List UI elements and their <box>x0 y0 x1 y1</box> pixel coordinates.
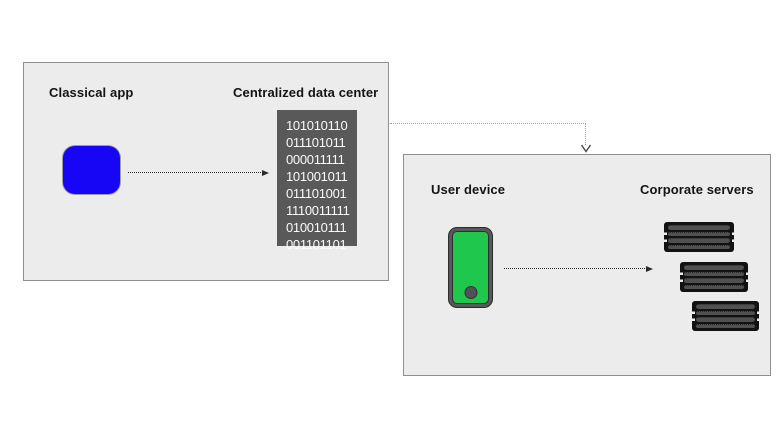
binary-line: 000011111 <box>286 152 345 167</box>
smartphone-home-button <box>464 286 477 299</box>
app-to-datacenter-arrow <box>128 168 269 177</box>
on-premises-panel: User device Corporate servers <box>403 154 771 376</box>
dotted-line <box>504 268 647 269</box>
binary-line: 010010111 <box>286 220 347 235</box>
binary-line: 011101011 <box>286 135 346 150</box>
device-to-servers-arrow <box>504 264 653 273</box>
corporate-servers-label: Corporate servers <box>640 182 754 197</box>
user-device-label: User device <box>431 182 506 197</box>
binary-line: 101010110 <box>286 118 348 133</box>
classical-app-label: Classical app <box>49 85 134 100</box>
binary-line: 101001011 <box>286 169 348 184</box>
classical-app-icon <box>63 146 120 194</box>
binary-line: 001101101 <box>286 237 347 252</box>
arrow-right-icon <box>646 265 653 272</box>
server-rack-icon <box>664 222 734 252</box>
smartphone-icon <box>448 227 493 308</box>
server-rack-icon <box>692 301 759 331</box>
arrow-down-icon <box>580 144 592 153</box>
dotted-line <box>128 172 263 173</box>
panel-connector-horizontal-line <box>390 123 586 124</box>
binary-line: 011101001 <box>286 186 347 201</box>
centralized-data-center-label: Centralized data center <box>233 85 379 100</box>
server-rack-icon <box>680 262 748 292</box>
binary-line: 1110011111 <box>286 203 350 218</box>
smartphone-screen <box>452 231 489 304</box>
arrow-right-icon <box>262 169 269 176</box>
binary-data-block-icon: 101010110 011101011 000011111 101001011 … <box>277 110 357 252</box>
classical-app-panel: Classical app Centralized data center 10… <box>23 62 389 281</box>
panel-connector-vertical-line <box>585 124 586 145</box>
